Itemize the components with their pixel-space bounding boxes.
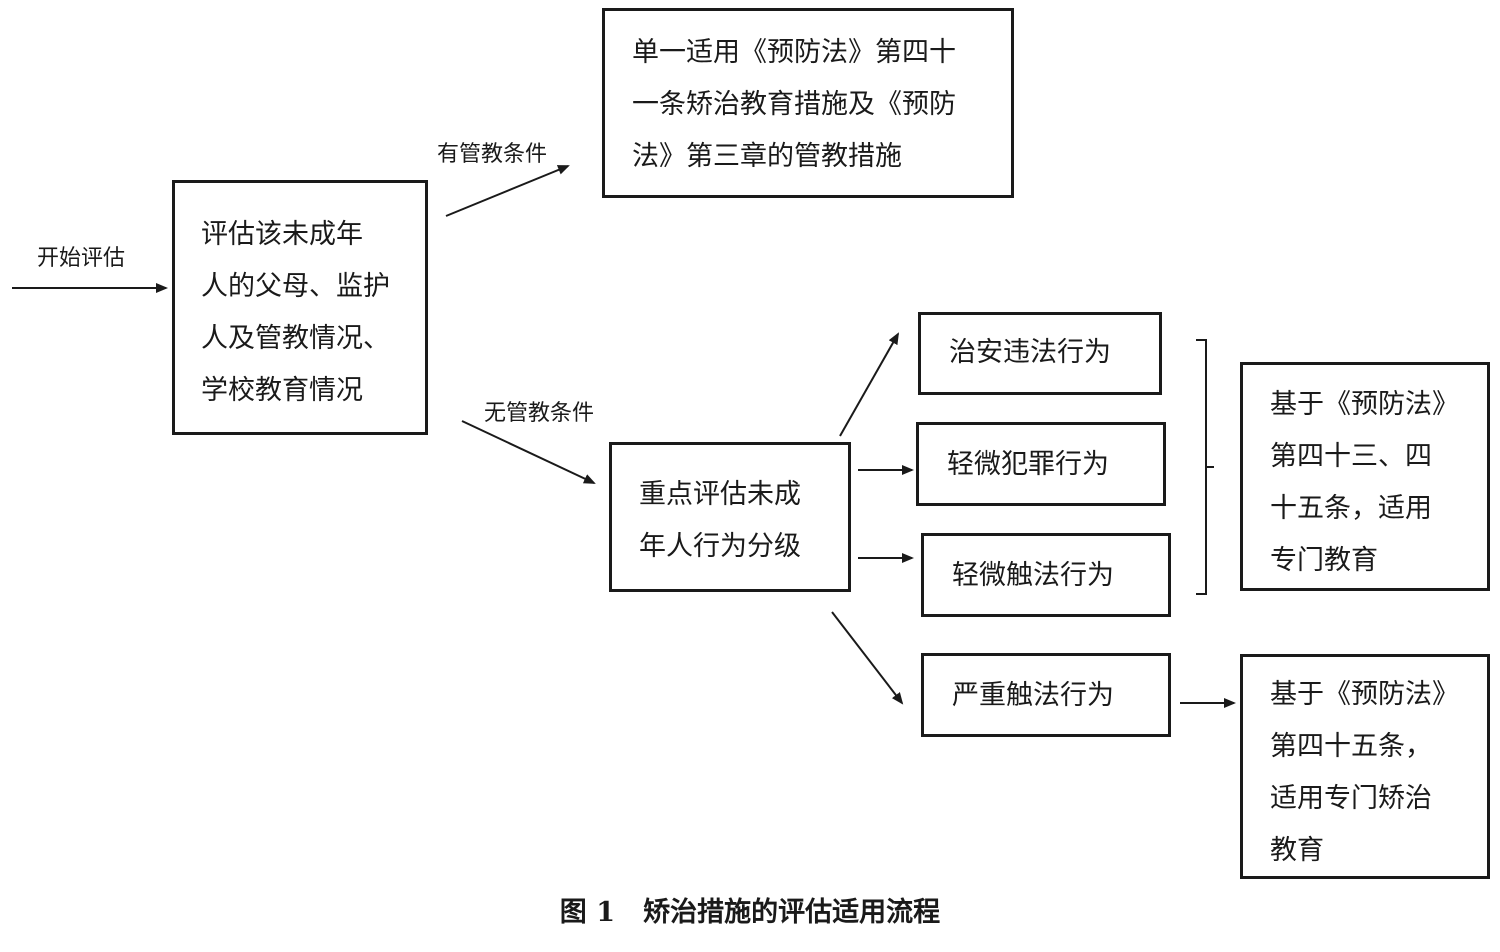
- without-condition-label: 无管教条件: [484, 401, 595, 426]
- behavior-group-bracket: [1196, 339, 1214, 595]
- figure-caption: 图 1 矫治措施的评估适用流程: [559, 897, 941, 928]
- behavior-box-minor-crime: 轻微犯罪行为: [916, 422, 1166, 506]
- single-apply-text: 单一适用《预防法》第四十 一条矫治教育措施及《预防 法》第三章的管教措施: [632, 37, 956, 172]
- with-condition-arrow: [445, 165, 570, 217]
- special-correction-text: 基于《预防法》 第四十五条， 适用专门矫治 教育: [1270, 679, 1459, 866]
- single-apply-box: 单一适用《预防法》第四十 一条矫治教育措施及《预防 法》第三章的管教措施: [602, 8, 1014, 198]
- entry-label: 开始评估: [37, 246, 126, 271]
- guardian-assessment-box: 评估该未成年 人的父母、监护 人及管教情况、 学校教育情况: [172, 180, 428, 435]
- behavior-minor-violation: 轻微触法行为: [952, 560, 1114, 591]
- behavior-serious-violation: 严重触法行为: [952, 680, 1114, 711]
- special-education-text: 基于《预防法》 第四十三、四 十五条，适用 专门教育: [1270, 389, 1459, 576]
- serious-violation-arrow: [831, 611, 904, 705]
- with-condition-label: 有管教条件: [437, 142, 548, 167]
- behavior-minor-crime: 轻微犯罪行为: [947, 449, 1109, 480]
- special-education-box: 基于《预防法》 第四十三、四 十五条，适用 专门教育: [1240, 362, 1490, 591]
- special-correction-box: 基于《预防法》 第四十五条， 适用专门矫治 教育: [1240, 654, 1490, 879]
- public-security-arrow: [839, 332, 899, 437]
- focus-assessment-box: 重点评估未成 年人行为分级: [609, 442, 851, 592]
- behavior-box-serious-violation: 严重触法行为: [921, 653, 1171, 737]
- without-condition-arrow: [461, 420, 596, 484]
- behavior-box-public-security: 治安违法行为: [918, 312, 1162, 395]
- focus-assessment-text: 重点评估未成 年人行为分级: [639, 479, 801, 562]
- behavior-public-security: 治安违法行为: [949, 337, 1111, 368]
- behavior-box-minor-violation: 轻微触法行为: [921, 533, 1171, 617]
- guardian-assessment-text: 评估该未成年 人的父母、监护 人及管教情况、 学校教育情况: [201, 219, 390, 406]
